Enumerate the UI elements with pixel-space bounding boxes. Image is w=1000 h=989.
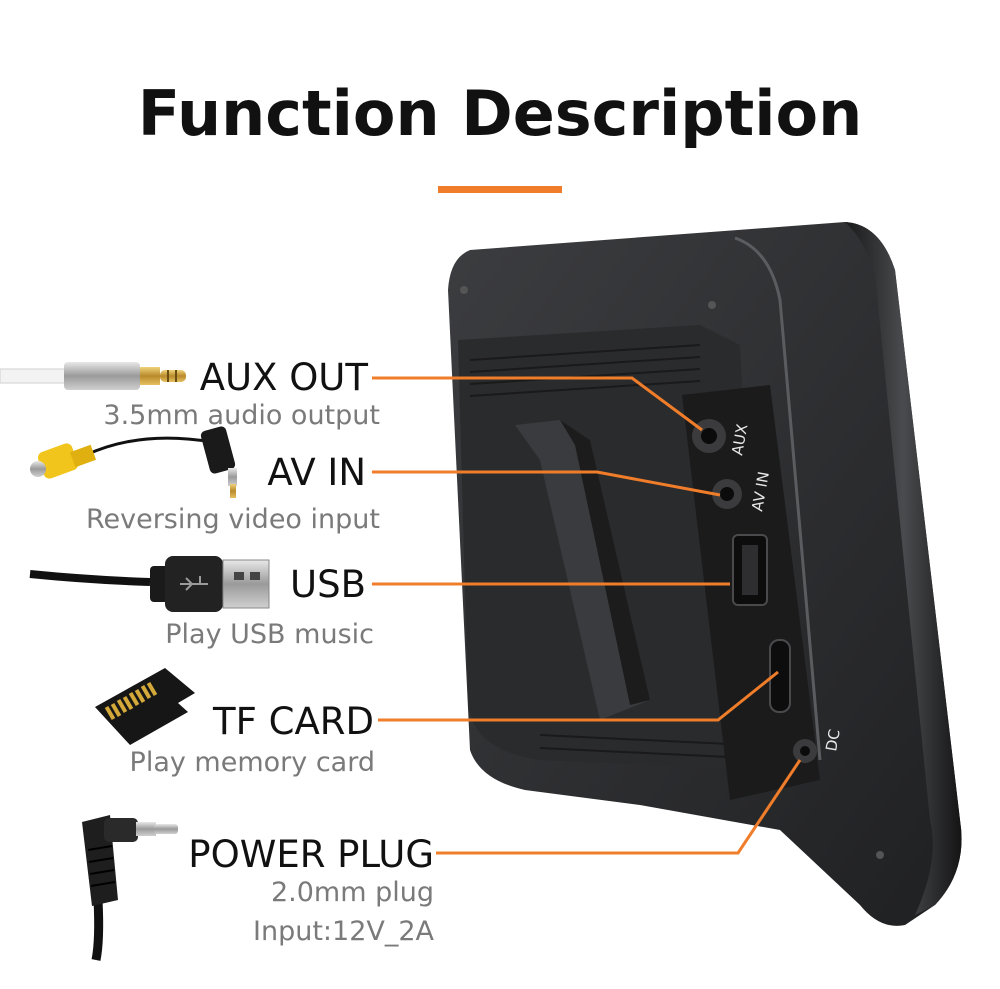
- callout-line-aux: [372, 376, 703, 432]
- desc-usb: Play USB music: [165, 619, 374, 650]
- callout-lines: [372, 376, 802, 855]
- usb-cable-icon: [29, 556, 270, 612]
- desc-power-plug-size: 2.0mm plug: [270, 877, 434, 908]
- desc-power-plug-input: Input:12V_2A: [253, 916, 434, 947]
- aux-jack-cable-icon: [0, 362, 186, 390]
- desc-av-in: Reversing video input: [85, 504, 380, 535]
- callout-line-tf: [378, 670, 779, 722]
- label-aux-out: AUX OUT: [199, 356, 368, 399]
- page-title: Function Description: [137, 77, 863, 150]
- desc-aux-out: 3.5mm audio output: [103, 400, 380, 431]
- label-power-plug: POWER PLUG: [188, 833, 434, 876]
- device-label-aux: AUX: [728, 423, 751, 457]
- callout-line-power: [436, 759, 802, 855]
- label-tf-card: TF CARD: [213, 700, 374, 743]
- tf-card-icon: [95, 668, 195, 745]
- title-accent-bar: [438, 186, 562, 193]
- device-label-dc: DC: [822, 728, 844, 753]
- label-av-in: AV IN: [267, 451, 366, 494]
- label-usb: USB: [290, 563, 366, 606]
- rca-cable-icon: [30, 426, 237, 498]
- dc-plug-cable-icon: [82, 815, 178, 961]
- callout-line-avin: [372, 470, 721, 497]
- desc-tf-card: Play memory card: [129, 747, 375, 778]
- monitor-back-housing: [448, 222, 962, 926]
